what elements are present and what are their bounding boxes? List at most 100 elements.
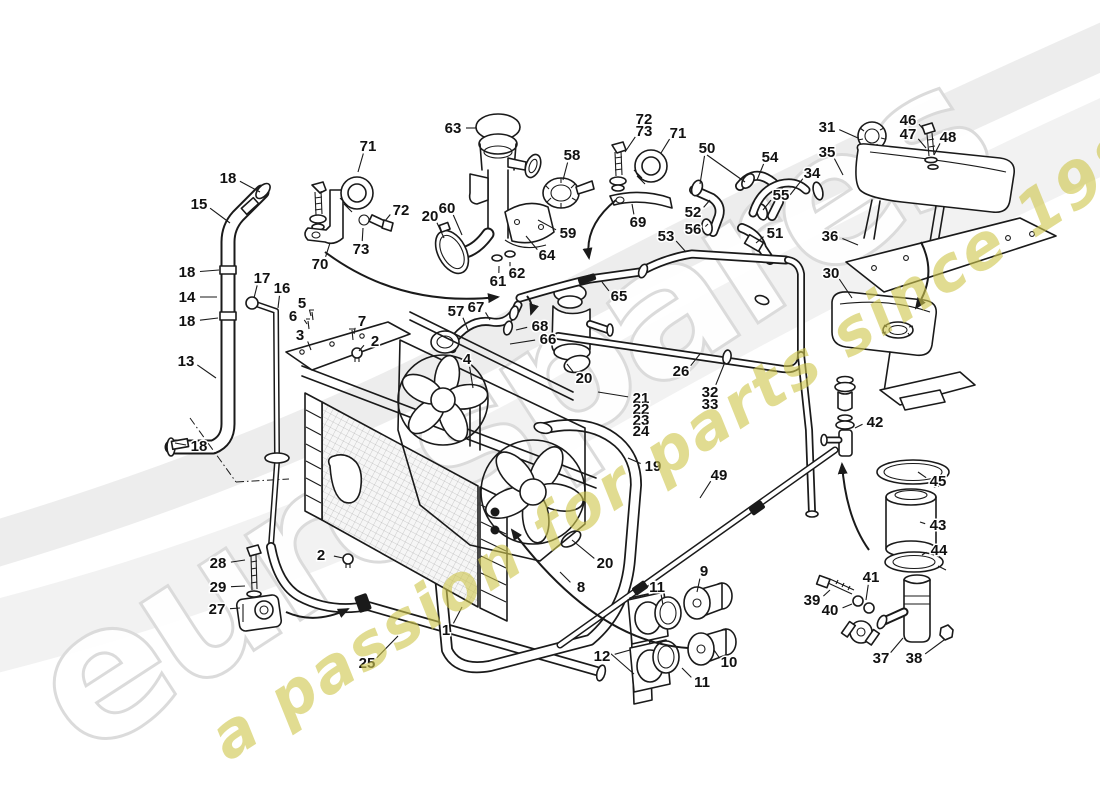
leader-line xyxy=(462,317,469,331)
tee-51 xyxy=(743,233,765,253)
part-number-69: 69 xyxy=(630,214,647,231)
hose-19-loop xyxy=(431,419,642,674)
filler-tower-63 xyxy=(459,113,542,259)
part-number-52: 52 xyxy=(685,204,702,221)
hose-26-loop xyxy=(554,256,819,518)
part-number-57: 57 xyxy=(448,303,465,320)
leader-line xyxy=(699,480,712,499)
part-number-11: 11 xyxy=(694,674,710,691)
mount-dot xyxy=(490,507,500,517)
leader-line xyxy=(384,214,391,222)
part-number-20: 20 xyxy=(576,370,593,387)
clamp-71 xyxy=(339,176,374,213)
part-number-34: 34 xyxy=(804,165,821,182)
bleed-pipe-16 xyxy=(245,296,290,548)
leader-line xyxy=(675,240,687,253)
part-number-12: 12 xyxy=(594,648,611,665)
part-number-63: 63 xyxy=(445,120,462,137)
part-number-64: 64 xyxy=(539,247,556,264)
part-number-60: 60 xyxy=(439,200,456,217)
assembly-arrow xyxy=(526,295,539,316)
part-number-54: 54 xyxy=(762,149,779,166)
leader-line xyxy=(333,555,344,559)
leader-line xyxy=(230,585,246,588)
part-number-6: 6 xyxy=(289,308,297,325)
clamp-45 xyxy=(876,459,950,488)
leader-line xyxy=(627,457,641,465)
pipe-clamp-group-27 xyxy=(235,544,283,632)
leader-line xyxy=(681,667,692,678)
support-bar-4 xyxy=(409,311,574,401)
dash-dot-line xyxy=(189,417,237,483)
overflow-tank-30 xyxy=(820,291,976,457)
part-number-41: 41 xyxy=(863,569,880,586)
part-number-18: 18 xyxy=(191,438,208,455)
bottom-hose-25 xyxy=(266,542,607,682)
part-number-20: 20 xyxy=(597,555,614,572)
part-number-65: 65 xyxy=(611,288,628,305)
leader-line xyxy=(703,199,711,208)
pipe-49 xyxy=(556,446,839,649)
leader-line xyxy=(469,366,474,389)
part-number-73: 73 xyxy=(636,123,653,140)
leader-line xyxy=(919,521,926,525)
hose-clip-marker xyxy=(354,593,372,613)
part-number-18: 18 xyxy=(179,264,196,281)
flange-35 xyxy=(812,181,824,201)
leader-line xyxy=(690,353,701,367)
leader-line xyxy=(485,312,491,321)
leader-line xyxy=(357,153,364,173)
leader-line xyxy=(562,162,569,181)
filler-boss xyxy=(327,454,363,504)
assembly-arrow xyxy=(837,462,870,551)
part-number-56: 56 xyxy=(685,221,702,238)
leader-line xyxy=(196,364,217,379)
part-number-9: 9 xyxy=(700,563,708,580)
part-number-61: 61 xyxy=(490,273,507,290)
part-number-28: 28 xyxy=(210,555,227,572)
part-number-38: 38 xyxy=(906,650,923,667)
clamp-20-lower xyxy=(560,530,582,548)
leader-line xyxy=(559,571,571,583)
screw-7 xyxy=(349,328,355,341)
part-number-72: 72 xyxy=(393,202,410,219)
bolt-72 xyxy=(358,214,394,232)
cooling-fan-2 xyxy=(480,439,586,545)
part-number-25: 25 xyxy=(359,655,376,672)
part-number-2: 2 xyxy=(317,547,325,564)
hose-clip-marker xyxy=(632,580,648,596)
screw-6 xyxy=(306,318,310,330)
leader-line xyxy=(308,309,312,317)
clamp-68 xyxy=(508,305,520,321)
leader-line xyxy=(624,136,636,153)
leader-line xyxy=(376,635,399,659)
part-number-40: 40 xyxy=(822,602,839,619)
leader-line xyxy=(917,138,927,149)
leader-line xyxy=(839,129,859,139)
hose-65-53 xyxy=(515,249,791,303)
outlet-housing-64-59 xyxy=(491,202,555,262)
leader-line xyxy=(601,281,610,292)
leader-line xyxy=(358,344,365,352)
part-number-48: 48 xyxy=(940,129,957,146)
leader-line xyxy=(713,649,720,658)
part-number-71: 71 xyxy=(670,125,687,142)
leader-line xyxy=(609,652,635,675)
screw-5 xyxy=(310,309,314,321)
leader-line xyxy=(436,222,445,239)
leader-line xyxy=(571,539,595,559)
leader-line xyxy=(253,285,258,299)
clamp-66 xyxy=(502,320,514,336)
leader-line xyxy=(660,594,664,606)
part-number-55: 55 xyxy=(773,187,790,204)
hose-clip-marker xyxy=(749,500,765,516)
leader-line xyxy=(890,637,904,653)
black-clip-markers xyxy=(354,273,765,613)
motor-9 xyxy=(683,582,733,620)
part-number-7: 7 xyxy=(358,313,366,330)
leader-line xyxy=(537,219,557,231)
bottle-43 xyxy=(885,488,937,558)
part-number-53: 53 xyxy=(658,228,675,245)
